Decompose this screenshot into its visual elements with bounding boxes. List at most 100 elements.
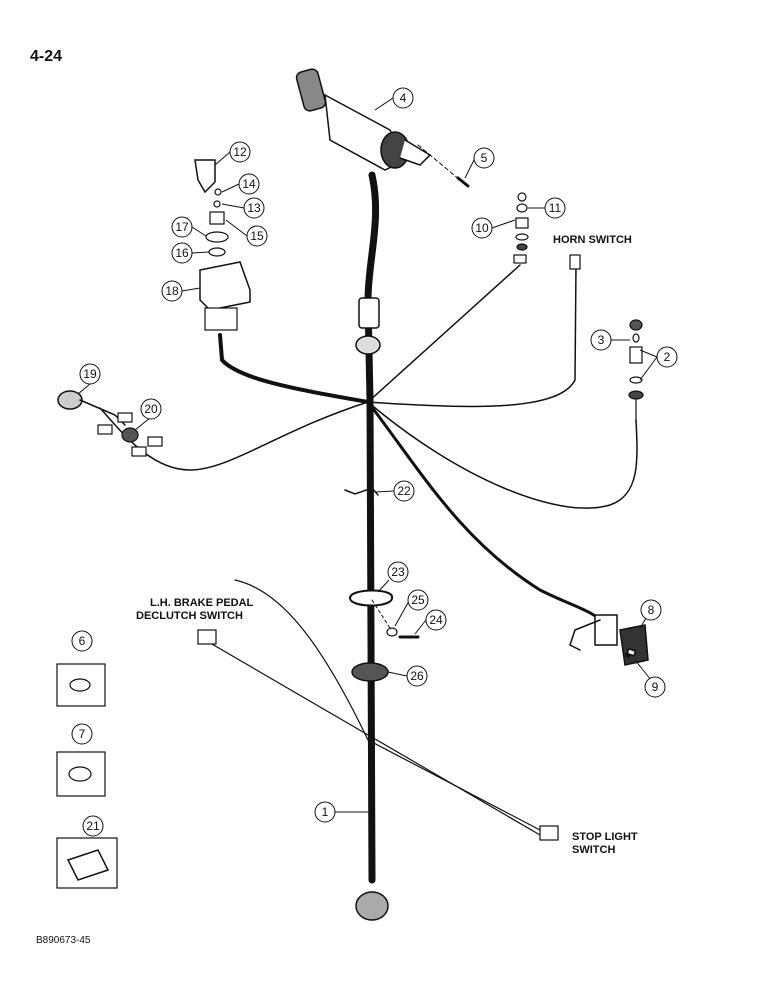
branch-to-item-10 bbox=[367, 264, 521, 403]
bolt-5 bbox=[456, 176, 470, 188]
switch-8 bbox=[569, 614, 649, 666]
page-number: 4-24 bbox=[30, 48, 63, 65]
callout-17 bbox=[171, 216, 193, 238]
switch-knob-12 bbox=[194, 159, 216, 194]
callout-16-number: 16 bbox=[175, 246, 189, 260]
callout-8-number: 8 bbox=[648, 603, 655, 617]
figure-id: B890673-45 bbox=[36, 935, 91, 946]
callout-1 bbox=[314, 801, 336, 823]
callout-9 bbox=[644, 676, 666, 698]
clamp-23 bbox=[349, 589, 393, 607]
callout-1-number: 1 bbox=[322, 805, 329, 819]
callout-5 bbox=[473, 147, 495, 169]
callout-12 bbox=[229, 141, 251, 163]
callout-10 bbox=[471, 217, 493, 239]
callout-24-number: 24 bbox=[429, 613, 443, 627]
wire-stop-light bbox=[234, 579, 369, 741]
callout-12-number: 12 bbox=[233, 145, 247, 159]
clip-22 bbox=[344, 487, 379, 496]
part-16-shape bbox=[208, 247, 226, 257]
washer-25-dash bbox=[371, 599, 391, 629]
horn-switch-connector bbox=[569, 254, 581, 270]
branch-to-item-2 bbox=[367, 401, 638, 509]
callout-21-number: 21 bbox=[86, 819, 100, 833]
callout-7-number: 7 bbox=[79, 727, 86, 741]
callout-2 bbox=[656, 346, 678, 368]
plug-7 bbox=[68, 766, 92, 782]
grommet-26 bbox=[351, 662, 389, 682]
switch-18-terminals bbox=[204, 307, 238, 331]
bolt-5-dash bbox=[417, 144, 461, 181]
branch-to-horn-switch bbox=[367, 264, 577, 408]
callout-6-number: 6 bbox=[79, 634, 86, 648]
callout-26 bbox=[406, 665, 428, 687]
callout-10-number: 10 bbox=[475, 221, 489, 235]
callout-23 bbox=[387, 561, 409, 583]
callout-18-number: 18 bbox=[165, 284, 179, 298]
bezel-21 bbox=[66, 849, 110, 881]
callout-24 bbox=[425, 609, 447, 631]
brake-pedal-connector bbox=[197, 629, 217, 645]
callout-20-number: 20 bbox=[144, 402, 158, 416]
callout-25 bbox=[407, 589, 429, 611]
stop-light-connector bbox=[539, 825, 559, 841]
brake-pedal-label-line2: DECLUTCH SWITCH bbox=[136, 610, 243, 622]
callout-9-number: 9 bbox=[652, 680, 659, 694]
callout-16 bbox=[171, 242, 193, 264]
callout-20 bbox=[140, 398, 162, 420]
horn-switch-label: HORN SWITCH bbox=[553, 234, 632, 246]
callout-15-number: 15 bbox=[250, 229, 264, 243]
callout-14-number: 14 bbox=[242, 177, 256, 191]
callout-3-number: 3 bbox=[598, 333, 605, 347]
callout-22-number: 22 bbox=[397, 484, 411, 498]
callout-18 bbox=[161, 280, 183, 302]
grommet-20 bbox=[121, 427, 139, 443]
callout-5-number: 5 bbox=[481, 151, 488, 165]
bottom-connector bbox=[355, 891, 389, 921]
branch-to-switch-18 bbox=[218, 333, 370, 404]
callout-14 bbox=[238, 173, 260, 195]
part-14-shape bbox=[214, 188, 222, 196]
connector-20b bbox=[117, 412, 133, 423]
wire-brake-pedal bbox=[204, 639, 541, 836]
box-item-7 bbox=[56, 751, 106, 797]
plug-19 bbox=[57, 390, 83, 410]
part-13-shape bbox=[213, 200, 221, 208]
part-15-shape bbox=[209, 211, 225, 225]
part-17-shape bbox=[205, 231, 229, 243]
connector-20c bbox=[131, 446, 147, 457]
washer-25 bbox=[386, 627, 398, 637]
callout-25-number: 25 bbox=[411, 593, 425, 607]
box-item-21 bbox=[56, 837, 118, 889]
connector-20d bbox=[147, 436, 163, 447]
switch-body-18 bbox=[199, 261, 251, 311]
callout-15 bbox=[246, 225, 268, 247]
callout-21 bbox=[82, 815, 104, 837]
callout-3 bbox=[590, 329, 612, 351]
callout-11-number: 11 bbox=[549, 201, 562, 215]
main-harness-trunk bbox=[364, 171, 380, 884]
stop-light-label-line1: STOP LIGHT bbox=[572, 831, 638, 843]
branch-to-switch-8 bbox=[366, 400, 602, 622]
turn-signal-lever bbox=[295, 68, 432, 171]
callout-2-number: 2 bbox=[664, 350, 671, 364]
callout-26-number: 26 bbox=[410, 669, 424, 683]
branch-to-plug-19 bbox=[99, 401, 369, 471]
brake-pedal-label-line1: L.H. BRAKE PEDAL bbox=[150, 597, 254, 609]
item-2-stack bbox=[628, 319, 644, 423]
callout-17-number: 17 bbox=[175, 220, 189, 234]
callout-4-number: 4 bbox=[400, 91, 407, 105]
callout-11 bbox=[544, 197, 566, 219]
item-10-stack bbox=[513, 192, 529, 264]
upper-connector bbox=[358, 297, 380, 329]
wire-stop-light-end bbox=[367, 739, 541, 831]
callout-13-number: 13 bbox=[247, 201, 261, 215]
stop-light-label-line2: SWITCH bbox=[572, 844, 616, 856]
callout-19 bbox=[79, 363, 101, 385]
connector-20a bbox=[97, 424, 113, 435]
box-item-6 bbox=[56, 663, 106, 707]
round-connector bbox=[355, 335, 381, 355]
callout-6 bbox=[71, 630, 93, 652]
